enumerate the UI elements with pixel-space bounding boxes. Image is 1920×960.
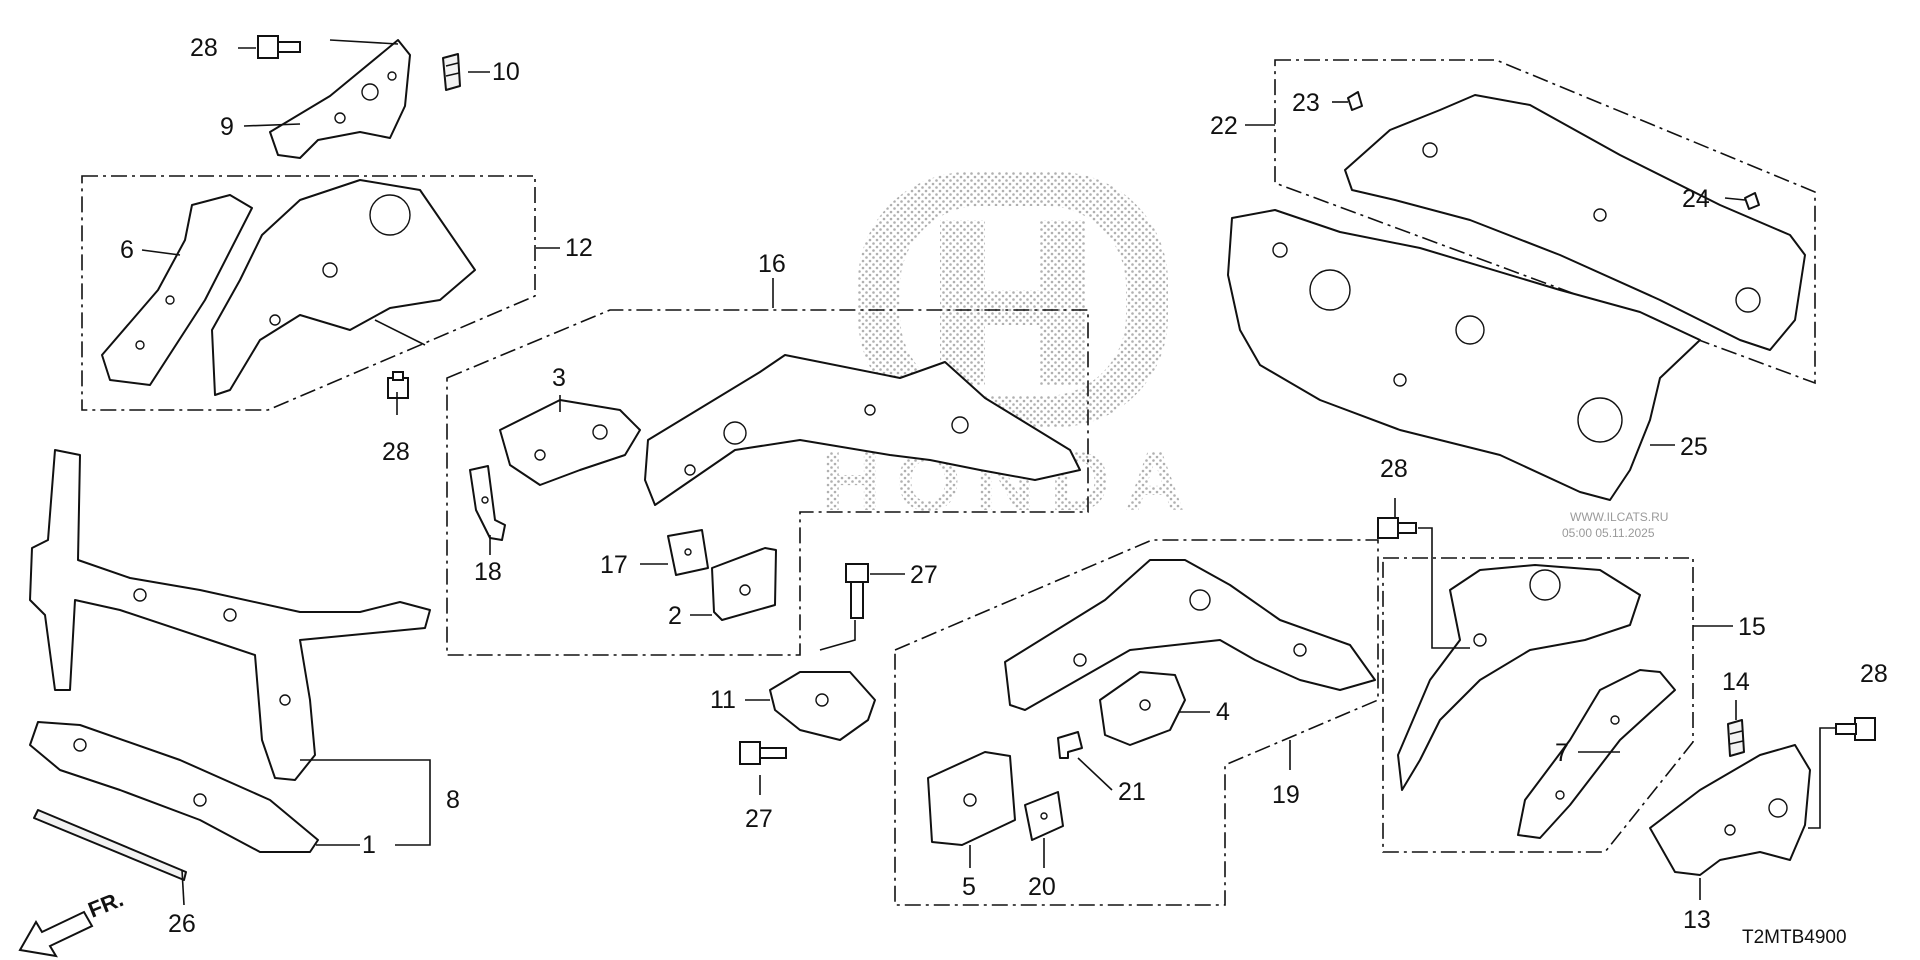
- callout-23: 23: [1292, 89, 1320, 117]
- callout-5: 5: [962, 873, 976, 901]
- callout-12: 12: [565, 234, 593, 262]
- callout-19: 19: [1272, 781, 1300, 809]
- callout-14: 14: [1722, 668, 1750, 696]
- part-10-clip: [442, 53, 461, 91]
- part-18-bracket: [469, 465, 506, 541]
- callout-16: 16: [758, 250, 786, 278]
- callout-17: 17: [600, 551, 628, 579]
- bolt-29-top: [257, 35, 301, 59]
- part-9-bracket: [269, 39, 411, 159]
- callout-27-lower: 27: [745, 805, 773, 833]
- part-23-clip: [1347, 91, 1363, 111]
- callout-18: 18: [474, 558, 502, 586]
- part-7-upper-frame: [1517, 669, 1676, 839]
- part-8-front-bulkhead: [29, 449, 431, 781]
- part-12-housing: [211, 179, 476, 396]
- callout-2: 2: [668, 602, 682, 630]
- part-15-housing: [1397, 564, 1641, 791]
- callout-3: 3: [552, 364, 566, 392]
- part-26-seal-strip: [33, 809, 187, 881]
- part-1-lower-member: [29, 721, 319, 853]
- bolt-27-upper: [845, 563, 869, 619]
- group-boundary-16: [446, 309, 1089, 656]
- callout-26: 26: [168, 910, 196, 938]
- callout-22: 22: [1210, 112, 1238, 140]
- part-24-clip: [1744, 192, 1760, 210]
- part-22-cowl-top: [1344, 94, 1806, 351]
- group-boundary-12: [81, 175, 536, 411]
- group-boundary-15: [1382, 557, 1694, 853]
- bolt-28-right: [1377, 517, 1417, 539]
- callout-7: 7: [1555, 739, 1569, 767]
- bolt-27-lower: [739, 741, 787, 765]
- drawing-code: T2MTB4900: [1742, 927, 1847, 948]
- part-19-front-side-frame-right: [1004, 559, 1376, 711]
- callout-8: 8: [446, 786, 460, 814]
- callout-29-top: 28: [190, 34, 218, 62]
- part-11-bracket: [769, 671, 876, 741]
- group-boundary-19: [894, 539, 1379, 906]
- front-arrow-label: FR.: [85, 886, 127, 922]
- callout-24: 24: [1682, 185, 1710, 213]
- part-14-clip: [1727, 719, 1745, 757]
- callout-4: 4: [1216, 698, 1230, 726]
- part-25-dashboard-lower: [1227, 209, 1701, 501]
- part-3-bracket: [499, 399, 641, 486]
- part-2-plate: [711, 547, 777, 621]
- callout-15: 15: [1738, 613, 1766, 641]
- callout-6: 6: [120, 236, 134, 264]
- part-6-upper-frame: [101, 194, 253, 386]
- callout-20: 20: [1028, 873, 1056, 901]
- part-5-plate: [927, 751, 1016, 846]
- part-20-plate: [1024, 791, 1064, 841]
- front-direction-arrow: FR.: [18, 886, 127, 958]
- callout-28-left: 28: [382, 438, 410, 466]
- part-4-bracket: [1099, 671, 1186, 746]
- callout-25: 25: [1680, 433, 1708, 461]
- watermark-site: WWW.ILCATS.RU: [1570, 510, 1668, 524]
- part-17-plate: [667, 529, 709, 576]
- callout-11: 11: [710, 686, 736, 714]
- callout-21: 21: [1118, 778, 1146, 806]
- callout-10: 10: [492, 58, 520, 86]
- bolt-28-left: [387, 371, 409, 399]
- callout-labels: 28 10 9 6 12 28 16 3 18 17 2 27 11 27 8 …: [120, 34, 1888, 938]
- callout-27-upper: 27: [910, 561, 938, 589]
- part-21-bracket: [1057, 731, 1083, 759]
- watermark-timestamp: 05:00 05.11.2025: [1562, 526, 1655, 540]
- callout-9: 9: [220, 113, 234, 141]
- part-16-front-side-frame: [644, 354, 1081, 506]
- bolt-29-right: [1835, 717, 1876, 741]
- leader-lines: [141, 39, 1836, 906]
- group-boundary-22: [1274, 59, 1816, 385]
- callout-28-right: 28: [1380, 455, 1408, 483]
- callout-13: 13: [1683, 906, 1711, 934]
- part-13-bracket: [1649, 744, 1811, 876]
- callout-1: 1: [362, 831, 376, 859]
- callout-29-right: 28: [1860, 660, 1888, 688]
